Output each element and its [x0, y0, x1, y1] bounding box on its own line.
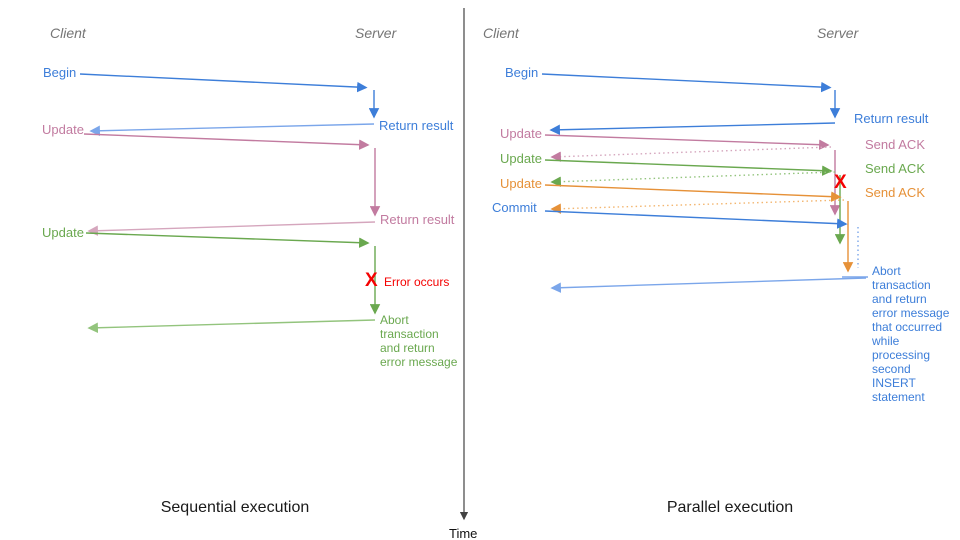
- left-begin-request-arrow: [79, 73, 368, 93]
- right-begin-label: Begin: [505, 65, 539, 80]
- right-send-ack-2-arrow: [550, 171, 836, 187]
- right-commit-label: Commit: [492, 200, 537, 215]
- left-update-2-label: Update: [42, 225, 84, 240]
- right-client-header: Client: [483, 25, 519, 41]
- left-abort-note: Abort transaction and return error messa…: [380, 313, 458, 369]
- right-update-3-label: Update: [500, 176, 542, 191]
- left-return-result-2-label: Return result: [380, 212, 455, 227]
- right-update-3-request-arrow: [544, 184, 842, 202]
- right-update-1-request-arrow: [544, 134, 830, 150]
- right-abort-return-arrow: [550, 277, 867, 293]
- left-client-header: Client: [50, 25, 86, 41]
- right-caption: Parallel execution: [666, 499, 794, 516]
- left-begin-label: Begin: [43, 65, 77, 80]
- right-server-header: Server: [817, 25, 859, 41]
- right-send-ack-3-arrow: [550, 199, 845, 214]
- left-error-x-icon: X: [365, 270, 378, 291]
- right-begin-request-arrow: [541, 73, 832, 93]
- left-return-result-1-arrow: [89, 123, 375, 137]
- right-update-2-request-arrow: [544, 159, 833, 176]
- right-send-ack-1-arrow: [550, 146, 832, 162]
- left-abort-return-arrow: [87, 319, 376, 333]
- time-axis-label: Time: [449, 526, 478, 540]
- left-caption: Sequential execution: [160, 499, 310, 516]
- right-error-x-icon: X: [834, 172, 847, 193]
- left-update-1-label: Update: [42, 122, 84, 137]
- right-commit-request-arrow: [544, 210, 848, 229]
- left-error-label: Error occurs: [384, 275, 450, 289]
- right-update-2-label: Update: [500, 151, 542, 166]
- left-return-result-2-arrow: [87, 221, 376, 236]
- right-abort-note: Abort transaction and return error messa…: [872, 264, 950, 404]
- right-send-ack-3-label: Send ACK: [865, 185, 925, 200]
- left-update-1-request-arrow: [83, 133, 370, 150]
- right-send-ack-2-label: Send ACK: [865, 161, 925, 176]
- right-send-ack-1-label: Send ACK: [865, 137, 925, 152]
- right-update-1-label: Update: [500, 126, 542, 141]
- right-return-result-label: Return result: [854, 111, 929, 126]
- right-return-result-arrow: [549, 122, 836, 136]
- left-server-header: Server: [355, 25, 397, 41]
- left-return-result-1-label: Return result: [379, 118, 454, 133]
- left-update-2-request-arrow: [85, 232, 370, 248]
